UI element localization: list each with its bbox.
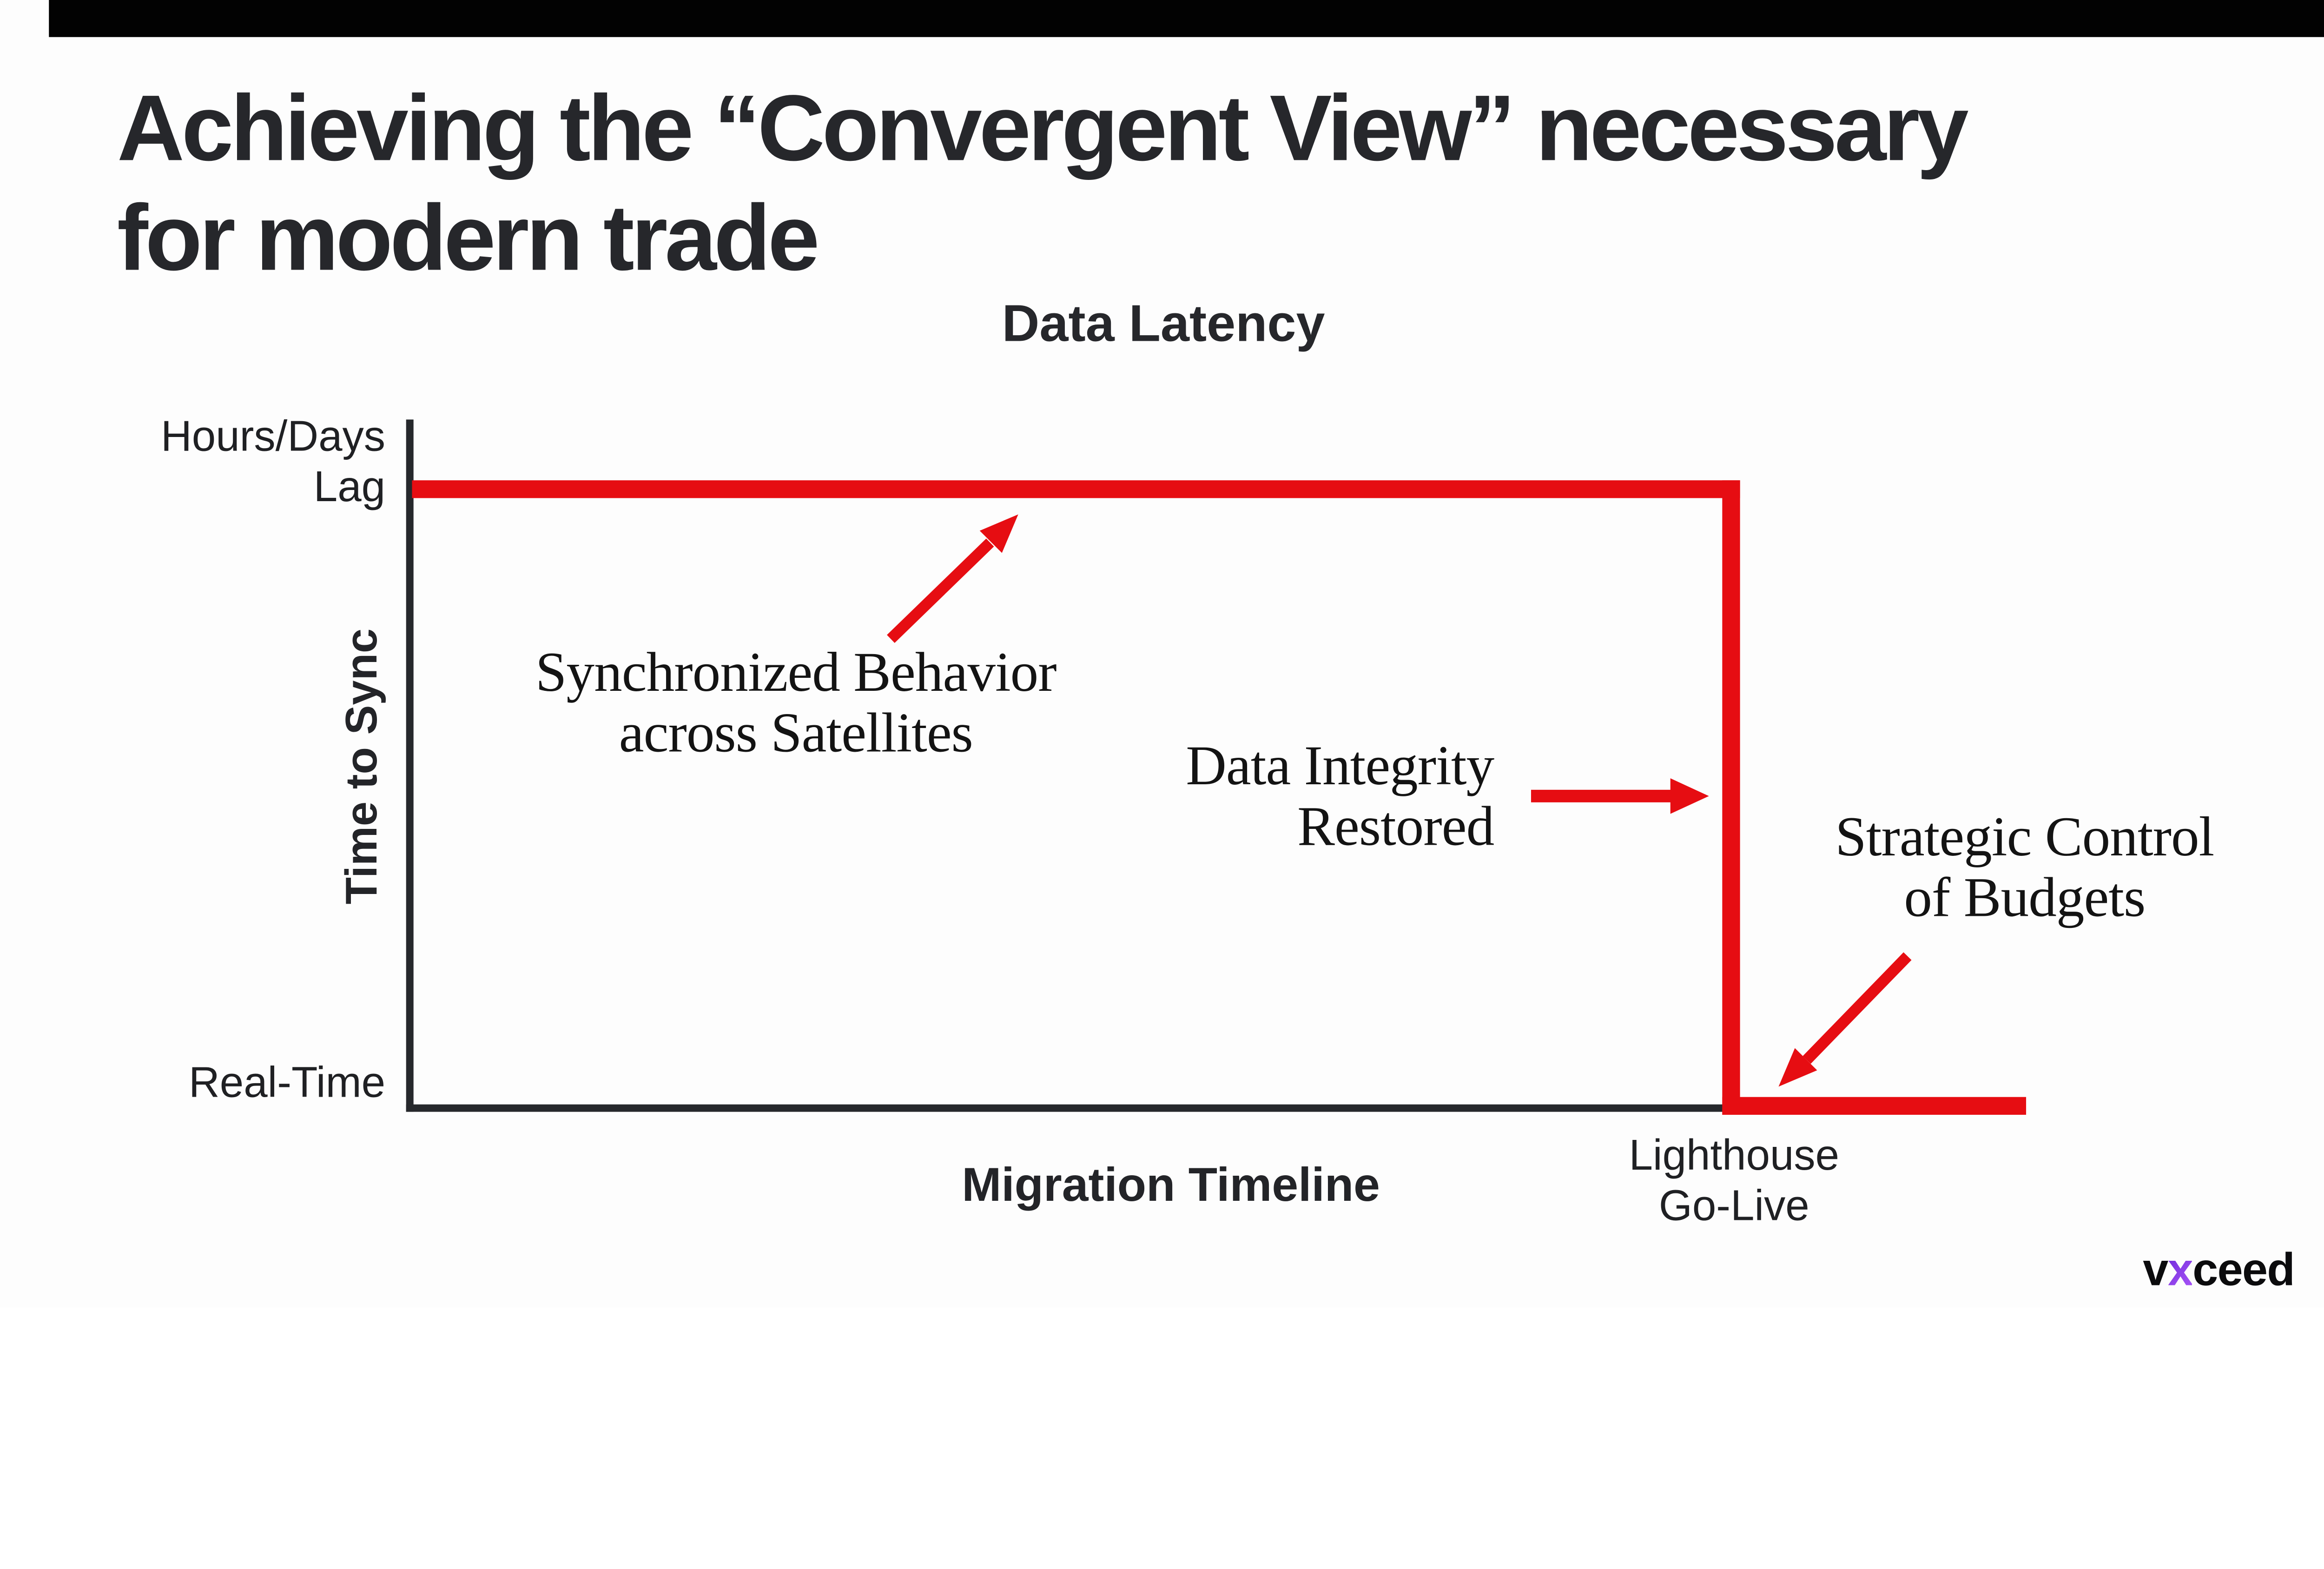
logo-part-v: v xyxy=(2143,1244,2168,1296)
y-tick-top-line1: Hours/Days xyxy=(160,413,386,461)
annotation-integrity-line1: Data Integrity xyxy=(1186,735,1494,798)
y-tick-hours-days-lag: Hours/Days Lag xyxy=(59,412,386,513)
annotation-budget-line1: Strategic Control xyxy=(1835,806,2214,869)
annotation-budget-line2: of Budgets xyxy=(1904,867,2146,930)
logo-part-ceed: ceed xyxy=(2192,1244,2295,1296)
annotation-data-integrity: Data Integrity Restored xyxy=(1050,735,1494,859)
annotation-synchronized-behavior: Synchronized Behavior across Satellites xyxy=(425,642,1166,765)
x-axis-label: Migration Timeline xyxy=(962,1158,1380,1212)
latency-line-realtime-segment xyxy=(1722,1097,2027,1115)
logo-x-glyph-icon: x xyxy=(2167,1244,2193,1296)
page-title-line2: for modern trade xyxy=(117,186,820,291)
y-tick-top-line2: Lag xyxy=(313,464,386,512)
sync-arrow-up-right xyxy=(887,514,1018,643)
x-axis-line xyxy=(406,1104,1731,1112)
vxceed-logo: vxceed xyxy=(2143,1244,2295,1297)
integrity-arrow-right xyxy=(1531,778,1709,814)
page-title-line1: Achieving the “Convergent View” necessar… xyxy=(117,77,1969,181)
latency-line-high-segment xyxy=(412,480,1740,498)
annotation-arrows xyxy=(887,514,1912,1087)
chart-title: Data Latency xyxy=(1002,295,1325,353)
latency-line-drop-segment xyxy=(1722,480,1740,1115)
x-event-line1: Lighthouse xyxy=(1629,1132,1840,1180)
page-title: Achieving the “Convergent View” necessar… xyxy=(117,74,1969,293)
annotation-integrity-line2: Restored xyxy=(1297,796,1494,859)
budget-arrow-down-left xyxy=(1778,952,1912,1087)
x-event-line2: Go-Live xyxy=(1658,1183,1809,1231)
annotation-strategic-control: Strategic Control of Budgets xyxy=(1728,806,2321,930)
annotation-sync-line2: across Satellites xyxy=(619,702,973,765)
slide: Achieving the “Convergent View” necessar… xyxy=(49,0,2324,1297)
y-tick-real-time: Real-Time xyxy=(189,1059,386,1108)
annotation-sync-line1: Synchronized Behavior xyxy=(535,642,1057,704)
x-event-lighthouse-go-live: Lighthouse Go-Live xyxy=(1571,1131,1897,1232)
top-black-bar xyxy=(49,0,2324,37)
y-axis-line xyxy=(406,419,414,1112)
